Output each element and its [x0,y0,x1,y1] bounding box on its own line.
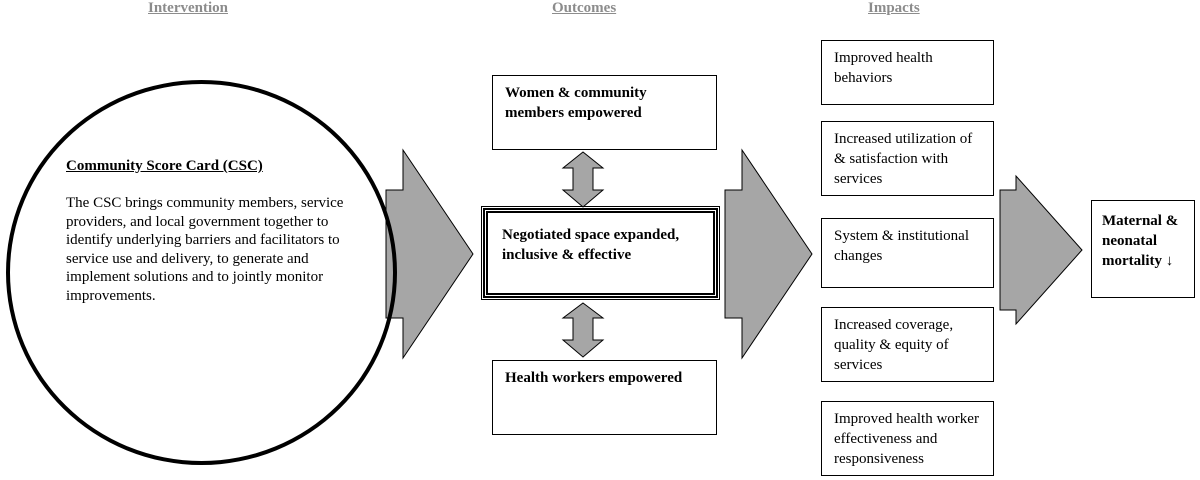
impact-text: System & institutional changes [834,228,970,264]
health-workers-empowered-text: Health workers empowered [505,370,683,386]
outcomes-header: Outcomes [552,0,617,16]
impact-box-health-worker: Improved health worker effectiveness and… [821,401,994,476]
impact-box-coverage: Increased coverage, quality & equity of … [821,307,994,382]
csc-description: The CSC brings community members, servic… [66,195,344,304]
maternal-mortality-box: Maternal & neonatal mortality ↓ [1091,200,1195,298]
intervention-circle [6,80,397,465]
impact-box-system-changes: System & institutional changes [821,218,994,288]
impact-box-health-behaviors: Improved health behaviors [821,40,994,105]
intervention-header: Intervention [148,0,228,16]
bottom-double-arrow [561,302,605,358]
women-empowered-text: Women & community members empowered [505,85,647,121]
top-double-arrow [561,151,605,208]
outcomes-to-impacts-arrow [724,148,813,360]
maternal-mortality-text: Maternal & neonatal mortality ↓ [1102,213,1179,269]
women-empowered-box: Women & community members empowered [492,75,717,150]
impact-text: Increased utilization of & satisfaction … [834,131,973,187]
impacts-to-mortality-arrow [999,174,1083,326]
negotiated-space-text: Negotiated space expanded, inclusive & e… [502,227,680,263]
health-workers-empowered-box: Health workers empowered [492,360,717,435]
negotiated-space-box: Negotiated space expanded, inclusive & e… [481,206,720,300]
csc-title: Community Score Card (CSC) [66,158,263,174]
intervention-to-outcomes-arrow [385,148,474,360]
impact-box-utilization: Increased utilization of & satisfaction … [821,121,994,196]
impact-text: Improved health behaviors [834,50,933,86]
impact-text: Increased coverage, quality & equity of … [834,317,954,373]
impact-text: Improved health worker effectiveness and… [834,411,979,467]
impacts-header: Impacts [868,0,920,16]
